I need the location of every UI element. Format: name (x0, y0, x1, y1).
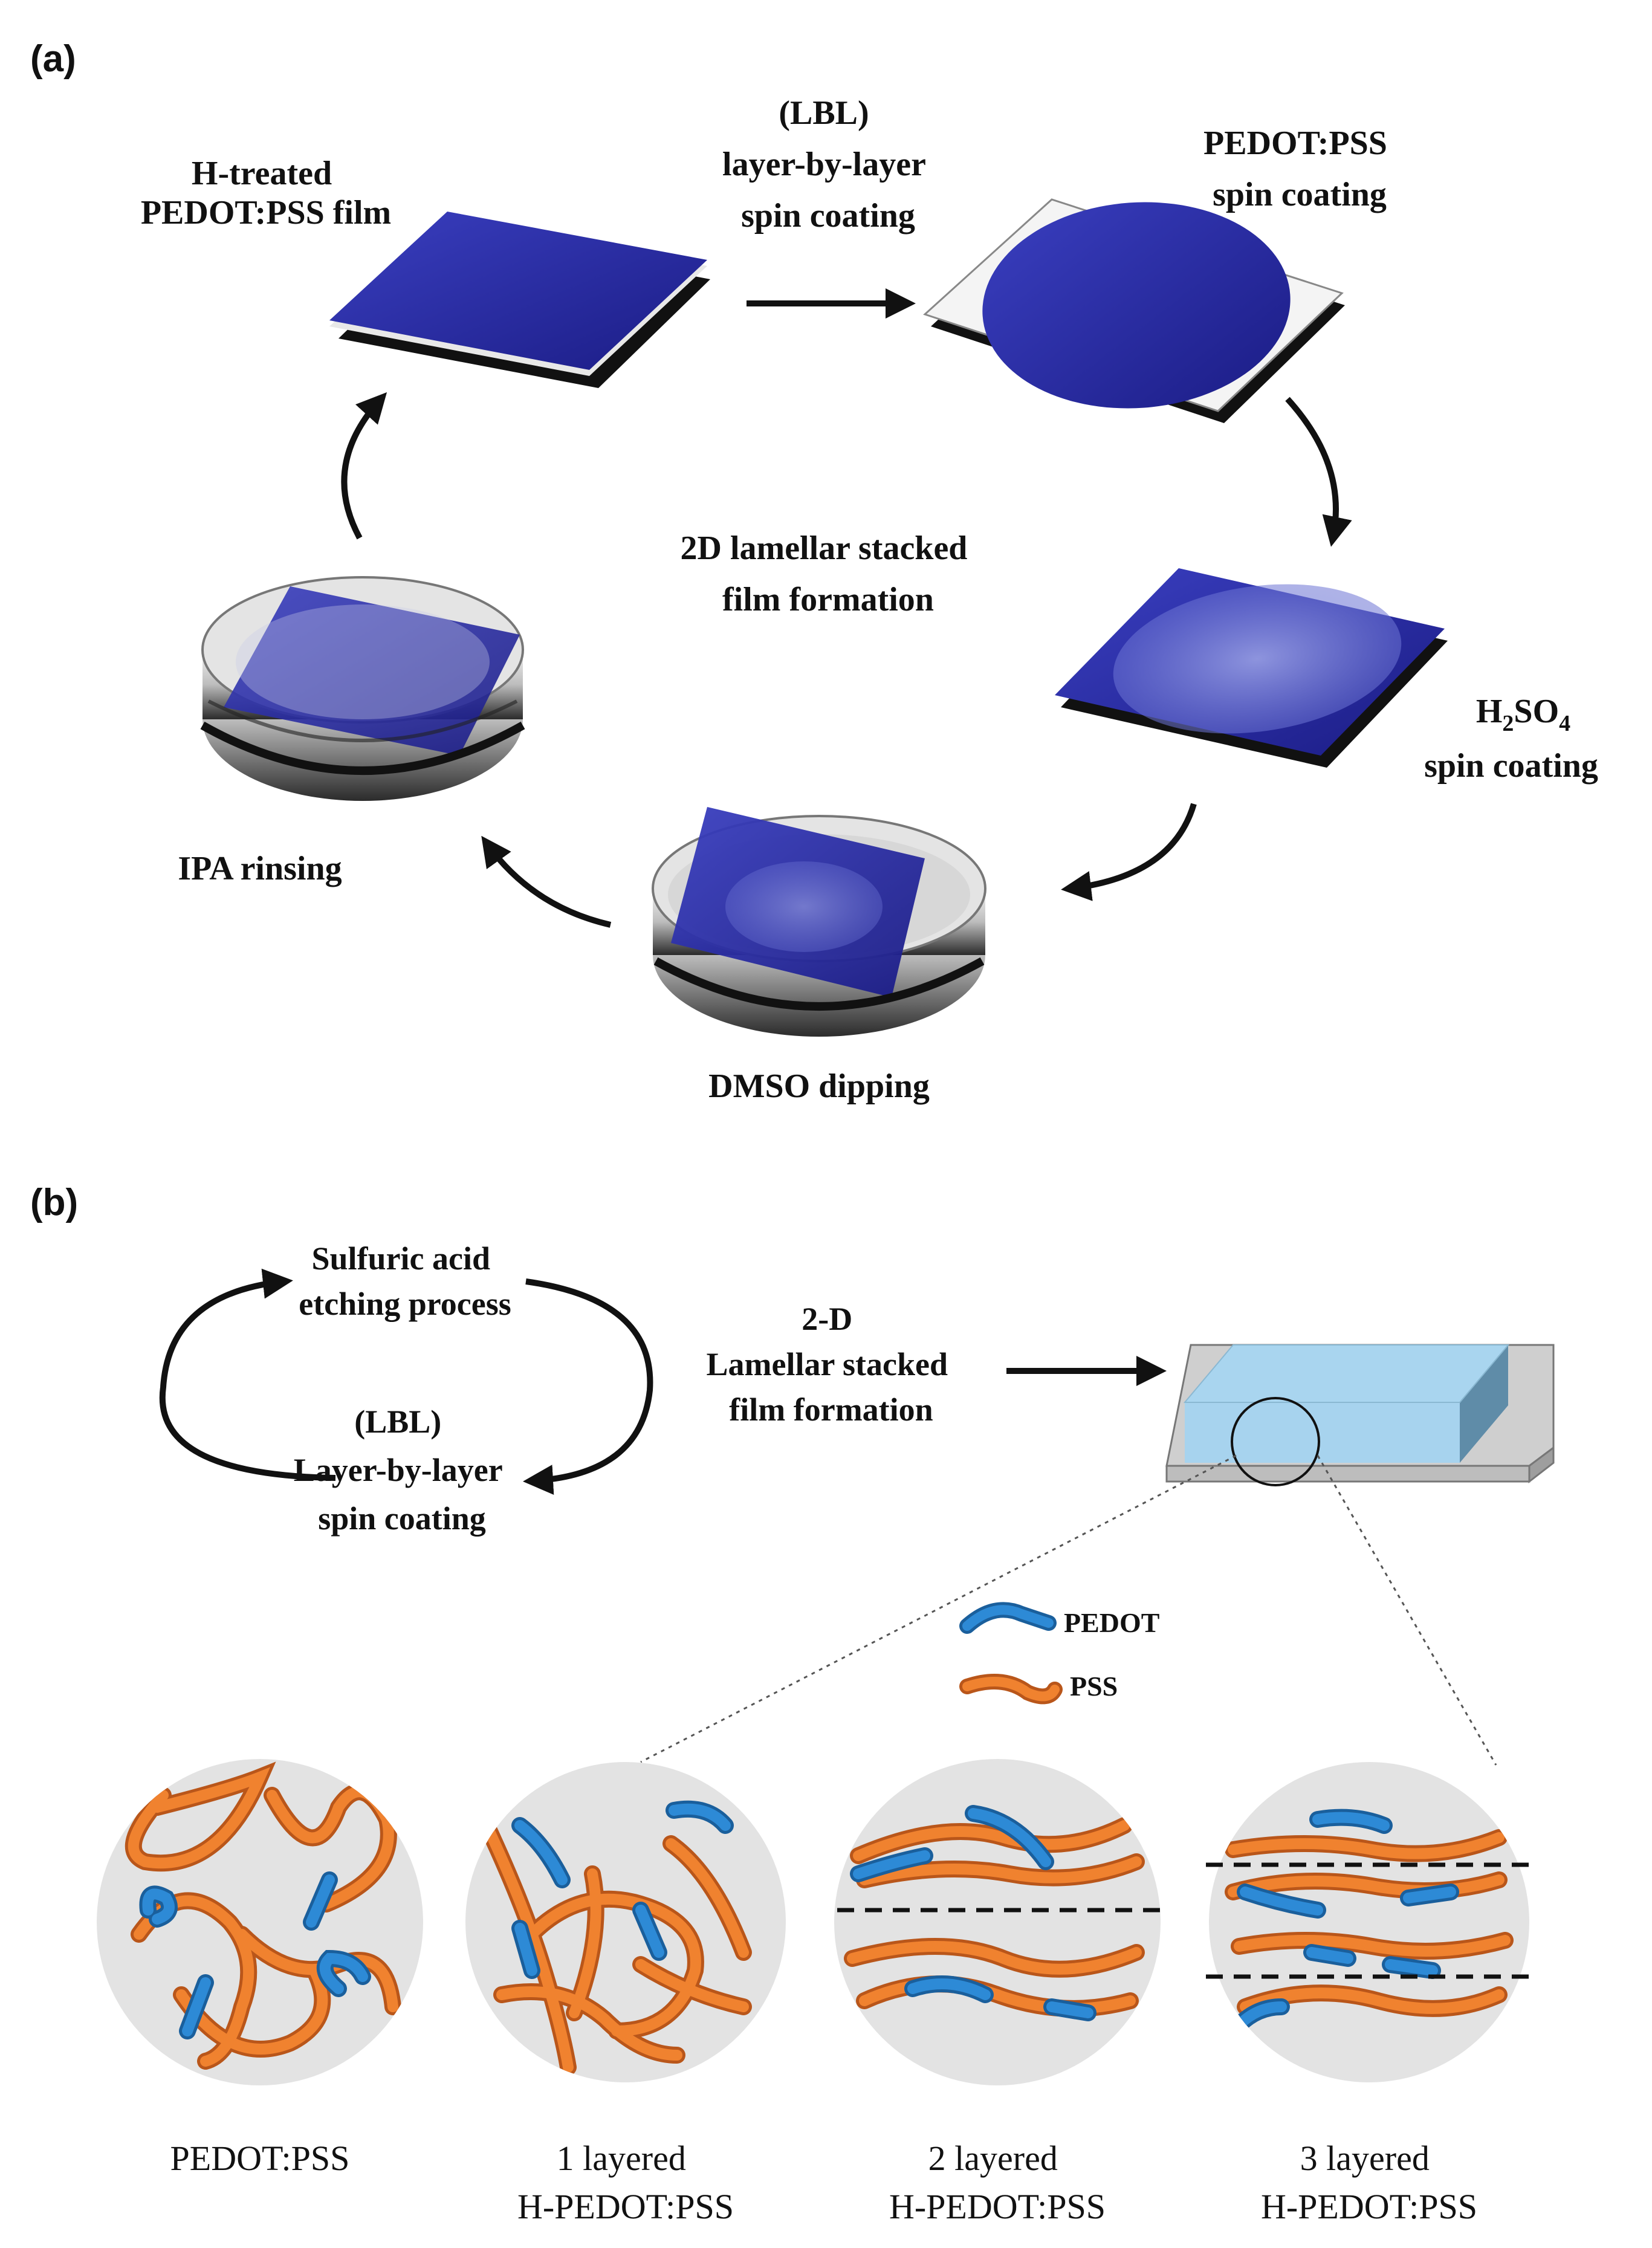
arrow-to-ipa (481, 835, 612, 928)
h-treated-film (329, 212, 710, 388)
caption-3-layered: 3 layered H-PEDOT:PSS (1261, 2139, 1477, 2226)
label-h2so4-formula: H2SO4 (1476, 693, 1570, 736)
label-h2so4-spin: spin coating (1424, 747, 1598, 785)
legend-pedot-label: PEDOT (1064, 1607, 1159, 1638)
label-ipa: IPA rinsing (178, 850, 342, 887)
circle-3-layered (1206, 1762, 1532, 2082)
caption-pedot-pss: PEDOT:PSS (170, 2139, 350, 2178)
circle-1-layered (465, 1762, 786, 2082)
label-dmso: DMSO dipping (708, 1067, 930, 1105)
stacked-block (1165, 1344, 1555, 1486)
panel-a-tag: (a) (30, 38, 76, 80)
label-lbl-b: (LBL) Layer-by-layer spin coating (294, 1404, 510, 1537)
cycle-arc-left (159, 1268, 336, 1481)
h2so4-film (1055, 568, 1448, 768)
zoom-line-right (1317, 1455, 1497, 1766)
circle-pedot-pss (97, 1759, 423, 2085)
label-center: 2D lamellar stacked film formation (681, 530, 976, 618)
pedot-spin-substrate (923, 198, 1345, 423)
arrow-to-h2so4 (1285, 397, 1352, 547)
arrow-to-h-treated (341, 392, 387, 540)
circle-2-layered (834, 1759, 1170, 2085)
cycle-arc-right (523, 1278, 653, 1495)
label-2d-lamellar: 2-D Lamellar stacked film formation (707, 1301, 956, 1428)
legend-pss-label: PSS (1070, 1671, 1118, 1702)
legend-pedot: PEDOT (959, 1602, 1159, 1638)
dmso-dish (652, 807, 986, 1037)
caption-1-layered: 1 layered H-PEDOT:PSS (517, 2139, 734, 2226)
panel-b-tag: (b) (30, 1182, 78, 1223)
label-h-treated: H-treated PEDOT:PSS film (141, 155, 391, 232)
label-lbl: (LBL) layer-by-layer spin coating (722, 94, 934, 235)
legend-pss: PSS (959, 1671, 1118, 1705)
label-sulfuric: Sulfuric acid etching process (299, 1240, 511, 1322)
arrow-to-dmso (1061, 803, 1197, 901)
caption-2-layered: 2 layered H-PEDOT:PSS (889, 2139, 1106, 2226)
zoom-line-left (640, 1454, 1237, 1763)
label-pedot-spin: PEDOT:PSS spin coating (1203, 125, 1396, 213)
ipa-dish (200, 576, 525, 801)
